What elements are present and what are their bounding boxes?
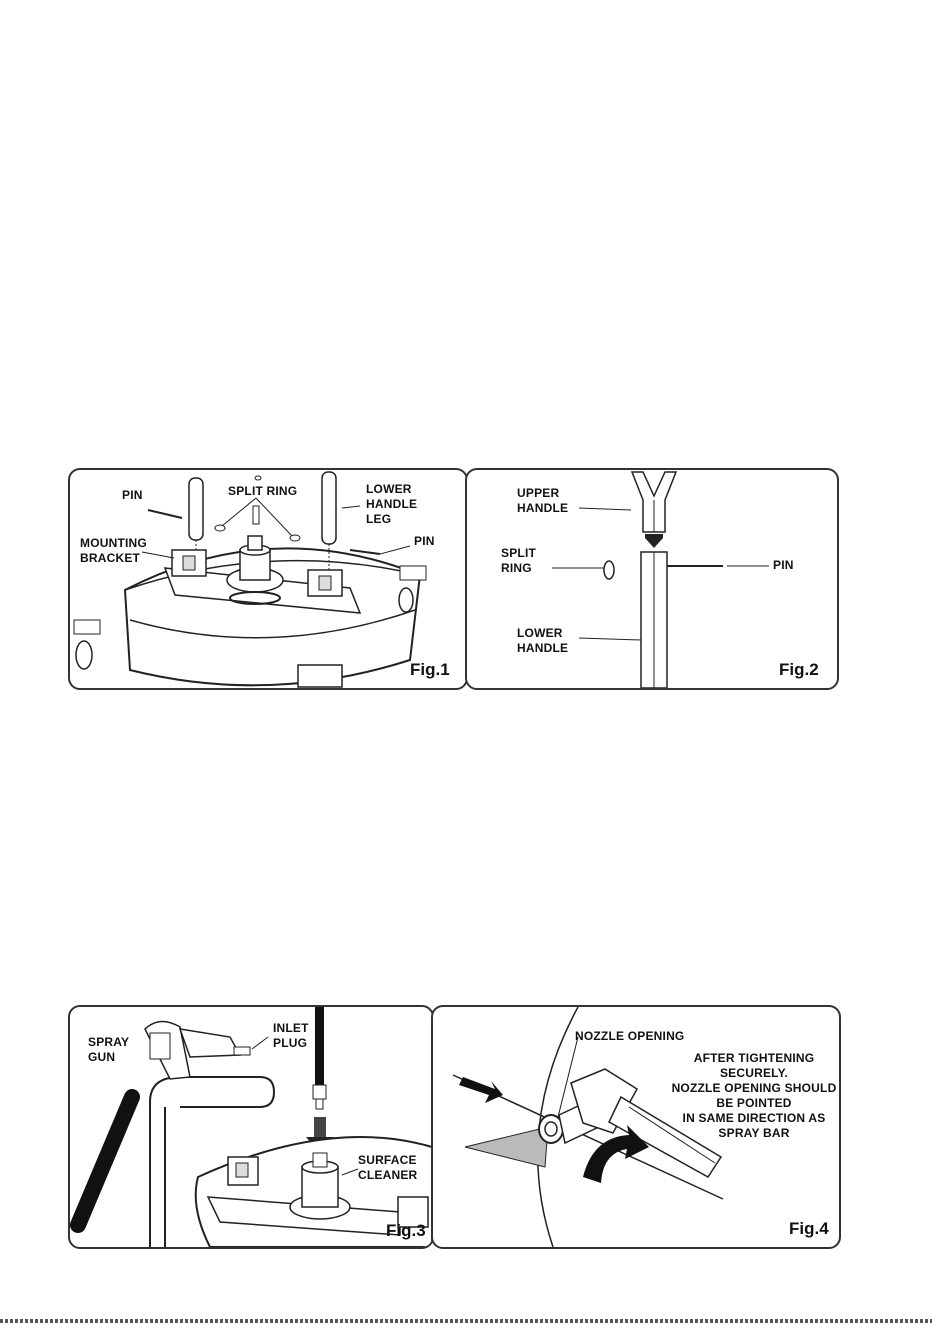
split-ring-label: SPLIT RING xyxy=(228,484,297,499)
lower-handle-leg-label: LOWER HANDLE LEG xyxy=(366,482,417,527)
pin-right-label: PIN xyxy=(414,534,435,549)
pin-left-label: PIN xyxy=(122,488,143,503)
figure-1-caption: Fig.1 xyxy=(410,660,450,680)
figure-3-panel: SPRAY GUN INLET PLUG SURFACE CLEANER Fig… xyxy=(68,1005,434,1249)
figure-1-panel: PIN SPLIT RING LOWER HANDLE LEG PIN MOUN… xyxy=(68,468,468,690)
figure-2-caption: Fig.2 xyxy=(779,660,819,680)
figure-2-panel: UPPER HANDLE SPLIT RING PIN LOWER HANDLE… xyxy=(465,468,839,690)
pin-label: PIN xyxy=(773,558,794,573)
surface-cleaner-label: SURFACE CLEANER xyxy=(358,1153,417,1183)
spray-gun-label: SPRAY GUN xyxy=(88,1035,129,1065)
upper-handle-label: UPPER HANDLE xyxy=(517,486,568,516)
nozzle-opening-label: NOZZLE OPENING xyxy=(575,1029,684,1044)
lower-handle-label: LOWER HANDLE xyxy=(517,626,568,656)
figure-3-caption: Fig.3 xyxy=(386,1221,426,1241)
mounting-bracket-label: MOUNTING BRACKET xyxy=(80,536,147,566)
figure-4-caption: Fig.4 xyxy=(789,1219,829,1239)
figure-4-panel: NOZZLE OPENING AFTER TIGHTENING SECURELY… xyxy=(431,1005,841,1249)
page-bottom-border xyxy=(0,1319,932,1323)
split-ring-label: SPLIT RING xyxy=(501,546,536,576)
nozzle-instruction-label: AFTER TIGHTENING SECURELY. NOZZLE OPENIN… xyxy=(669,1051,839,1141)
inlet-plug-label: INLET PLUG xyxy=(273,1021,309,1051)
